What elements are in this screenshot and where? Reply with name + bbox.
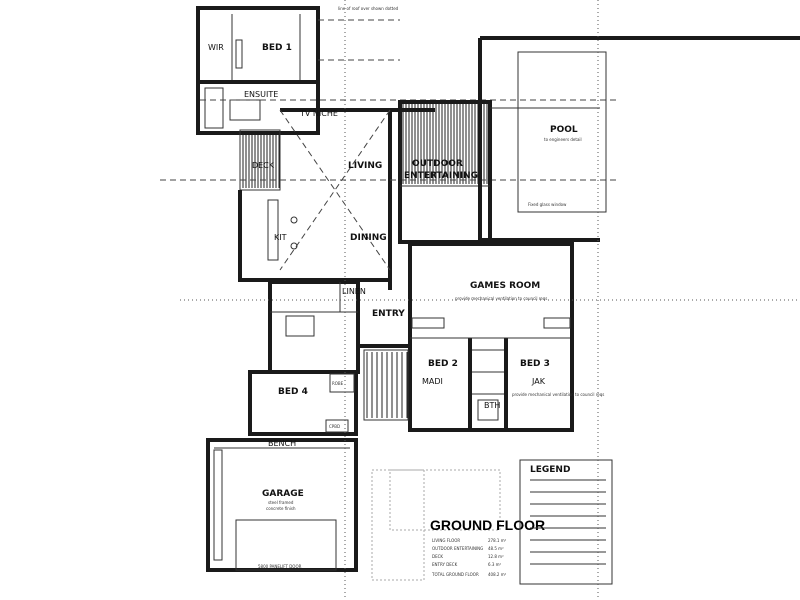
room-label-deck: DECK [252,161,275,170]
area-value: 408.2 m² [488,572,507,577]
area-schedule: LIVING FLOOR 278.1 m² OUTDOOR ENTERTAINI… [431,538,507,577]
garage-note-1: steel framed [268,500,294,505]
area-value: 278.1 m² [488,538,507,543]
legend-heading: LEGEND [530,465,570,475]
room-label-bth: BTH [484,401,500,410]
area-value: 12.8 m² [488,554,504,559]
bed4-block [248,370,358,436]
room-label-living: LIVING [348,161,382,171]
area-name: DECK [432,554,443,559]
garage-note-2: concrete finish [266,506,296,511]
bed-ventilation-note: provide mechanical ventilation to counci… [512,392,604,397]
cpbd-label: CPBD [329,424,340,429]
room-label-madi: MADI [422,377,443,386]
room-label-bed4: BED 4 [278,387,308,397]
games-ventilation-note: provide mechanical ventilation to counci… [455,296,547,301]
area-name: TOTAL GROUND FLOOR [431,572,479,577]
room-label-ensuite: ENSUITE [244,90,278,99]
area-name: OUTDOOR ENTERTAINING [432,546,483,551]
room-label-outdoor: OUTDOOR [412,159,463,169]
area-value: 48.5 m² [488,546,504,551]
tv-niche-label: TV NICHE [299,109,338,118]
room-label-entertaining: ENTERTAINING [404,171,478,181]
bed1-wing [196,6,400,135]
panelift-label: 5800 PANELIFT DOOR [258,564,302,569]
fixed-glass-note: Fixed glass window [528,202,567,207]
area-name: ENTRY DECK [432,562,458,567]
room-label-bed2: BED 2 [428,359,458,369]
pool-area [478,36,800,242]
roof-note: line of roof over shown dotted [338,6,399,11]
room-label-bed3: BED 3 [520,359,550,369]
games-room-block [408,242,574,432]
room-label-games: GAMES ROOM [470,281,540,291]
room-label-bed1: BED 1 [262,43,292,53]
approval-stamp [371,469,501,581]
room-label-pool: POOL [550,125,578,135]
room-label-garage: GARAGE [262,489,304,499]
legend-box [519,459,613,585]
entry-block [268,280,410,421]
room-label-jak: JAK [531,377,546,386]
room-label-kit: KIT [274,233,287,242]
area-value: 6.3 m² [488,562,502,567]
room-label-dining: DINING [350,233,387,243]
ground-floor-title: GROUND FLOOR [430,517,545,533]
room-label-entry: ENTRY [372,309,405,319]
bench-label: BENCH [268,439,296,448]
area-name: LIVING FLOOR [432,538,460,543]
room-label-wir: WIR [208,43,224,52]
room-label-linen: LINEN [342,287,366,296]
garage-block [206,438,358,572]
robe-label: ROBE [332,381,344,386]
deck-area [239,129,281,191]
pool-note: to engineers detail [544,137,582,142]
